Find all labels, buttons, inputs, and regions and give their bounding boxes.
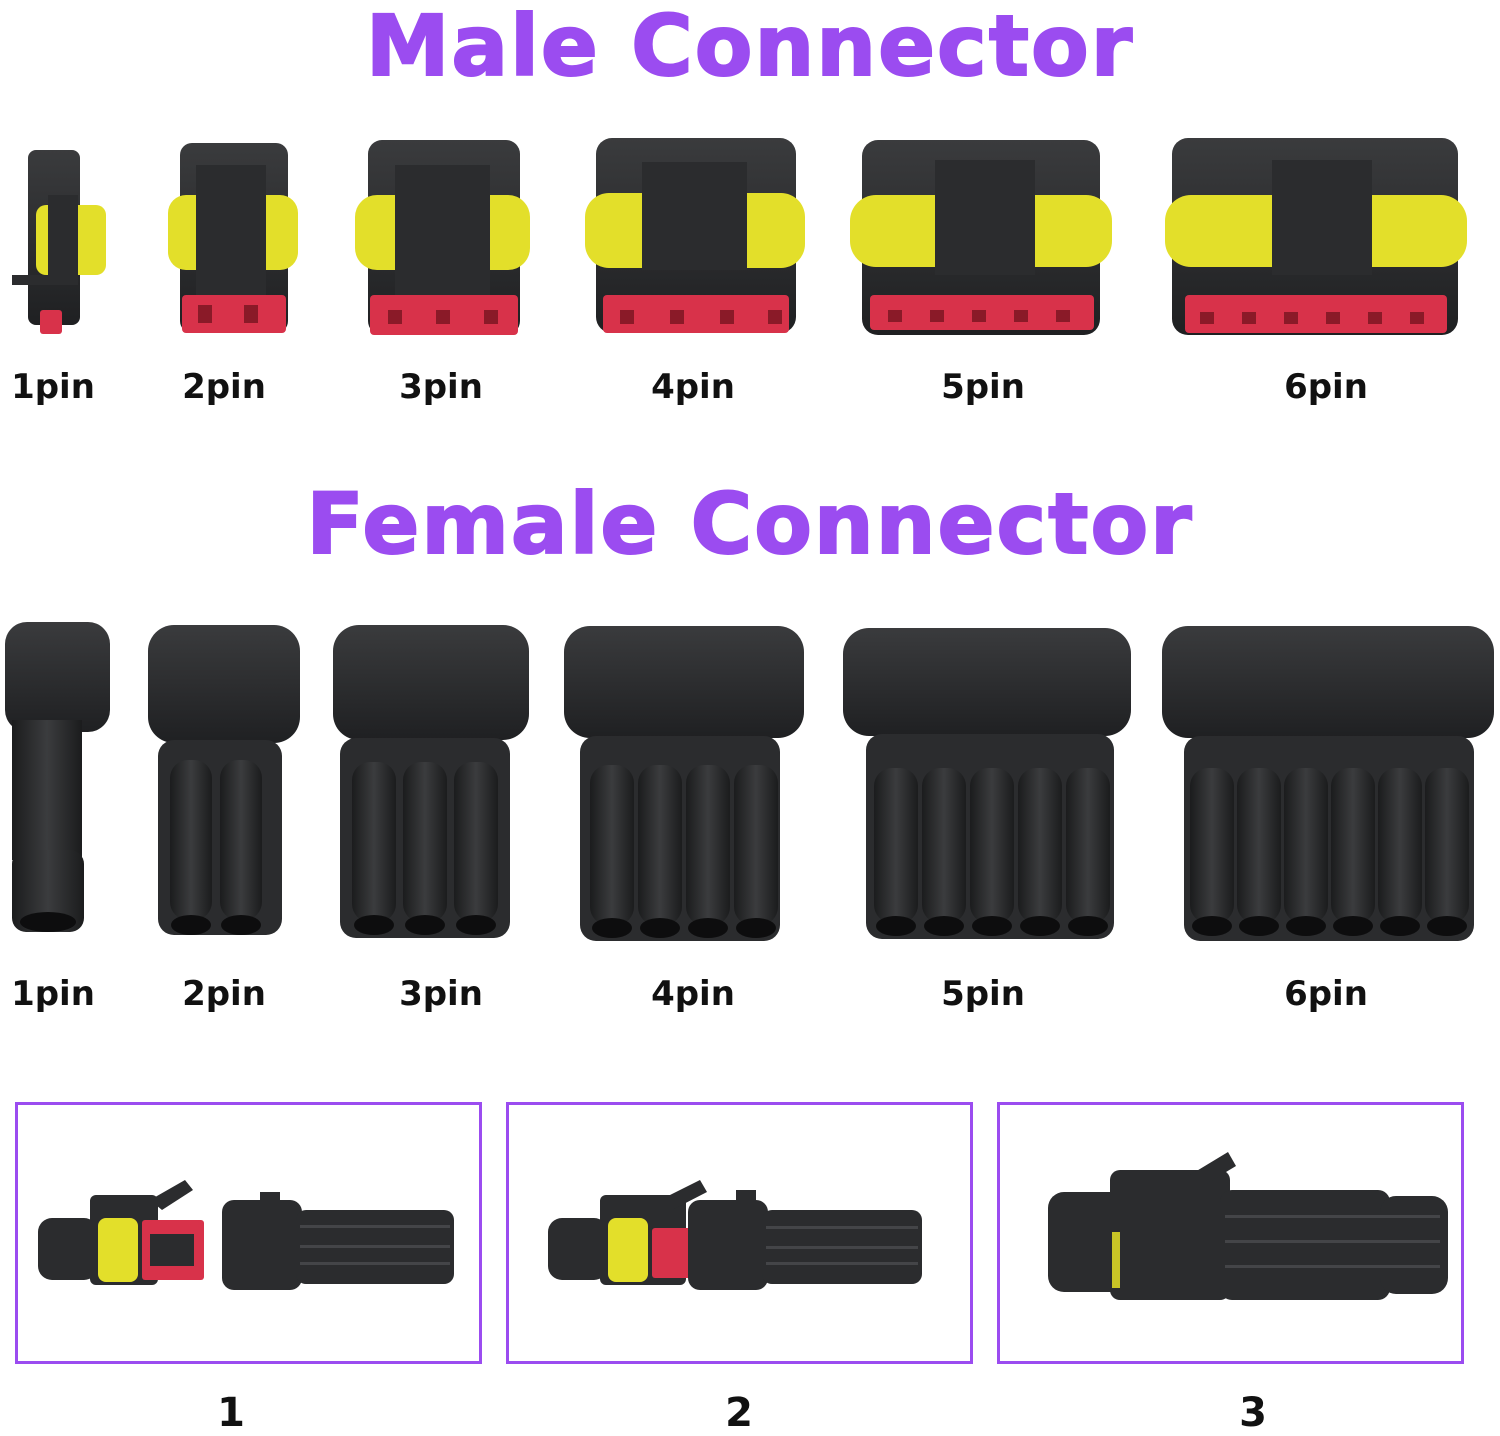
female-5pin-connector [843,628,1131,939]
step-2-label: 2 [725,1390,753,1436]
step-2-frame [506,1102,973,1364]
step-3-frame [997,1102,1464,1364]
female-6pin-connector [1162,626,1494,941]
step-2-connectors-joining [548,1180,922,1290]
male-2pin-label: 2pin [182,367,266,407]
female-2pin-label: 2pin [182,974,266,1014]
female-6pin-label: 6pin [1284,974,1368,1014]
female-1pin-connector [5,622,110,932]
male-3pin-connector [355,140,530,335]
female-1pin-label: 1pin [11,974,95,1014]
male-6pin-label: 6pin [1284,367,1368,407]
step-3-connectors-connected [1048,1152,1448,1300]
male-4pin-label: 4pin [651,367,735,407]
male-1pin-label: 1pin [11,367,95,407]
male-6pin-connector [1165,138,1467,335]
step-1-label: 1 [217,1390,245,1436]
step-1-frame [15,1102,482,1364]
male-connector-heading: Male Connector [365,0,1135,95]
male-5pin-label: 5pin [941,367,1025,407]
female-connector-heading: Female Connector [305,475,1194,573]
male-4pin-connector [585,138,805,333]
female-4pin-label: 4pin [651,974,735,1014]
female-3pin-label: 3pin [399,974,483,1014]
female-5pin-label: 5pin [941,974,1025,1014]
male-3pin-label: 3pin [399,367,483,407]
male-1pin-connector [12,150,106,334]
female-3pin-connector [333,625,529,938]
female-4pin-connector [564,626,804,941]
step-3-label: 3 [1239,1390,1267,1436]
male-5pin-connector [850,140,1112,335]
female-2pin-connector [148,625,300,935]
male-2pin-connector [168,143,298,333]
step-1-connectors-separated [38,1180,454,1290]
